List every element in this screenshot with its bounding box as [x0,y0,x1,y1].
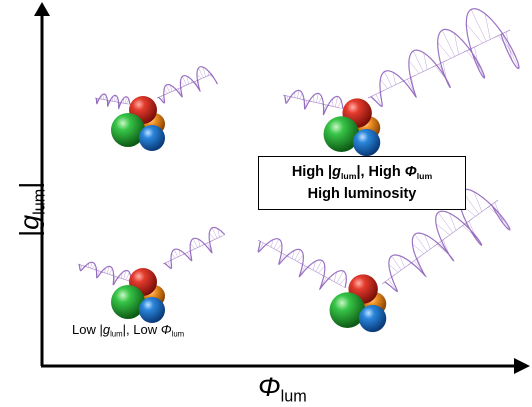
high-performance-callout: High |glum|, High Φlum High luminosity [258,156,466,210]
helix-group [77,8,520,293]
blue-sphere [352,128,381,157]
cluster-top-left [111,96,165,151]
cluster-top-right [323,98,381,157]
callout-line-2: High luminosity [307,186,417,203]
cluster-bottom-right [329,274,387,333]
cluster-bottom-left [111,268,165,323]
helix-top-right-out [367,8,520,107]
green-sphere [329,292,366,328]
green-sphere [111,113,145,147]
y-axis-arrow [34,2,50,16]
helix-bottom-left-out [162,226,226,269]
green-sphere [323,116,360,152]
x-axis-label: Φlum [258,372,307,406]
low-performance-caption: Low |glum|, Low Φlum [72,322,185,339]
helix-top-right-in [282,89,344,116]
green-sphere [111,285,145,319]
helix-bottom-left-in [77,261,133,292]
helix-bottom-right-in [257,238,347,291]
y-axis-label: |glum| [14,181,49,237]
x-axis-arrow [514,358,530,374]
blue-sphere [139,125,165,151]
callout-line-1: High |glum|, High Φlum [291,164,433,182]
cluster-group [111,96,387,333]
helix-top-left-in [94,93,131,110]
blue-sphere [358,304,387,333]
helix-top-left-out [156,66,218,104]
blue-sphere [139,297,165,323]
